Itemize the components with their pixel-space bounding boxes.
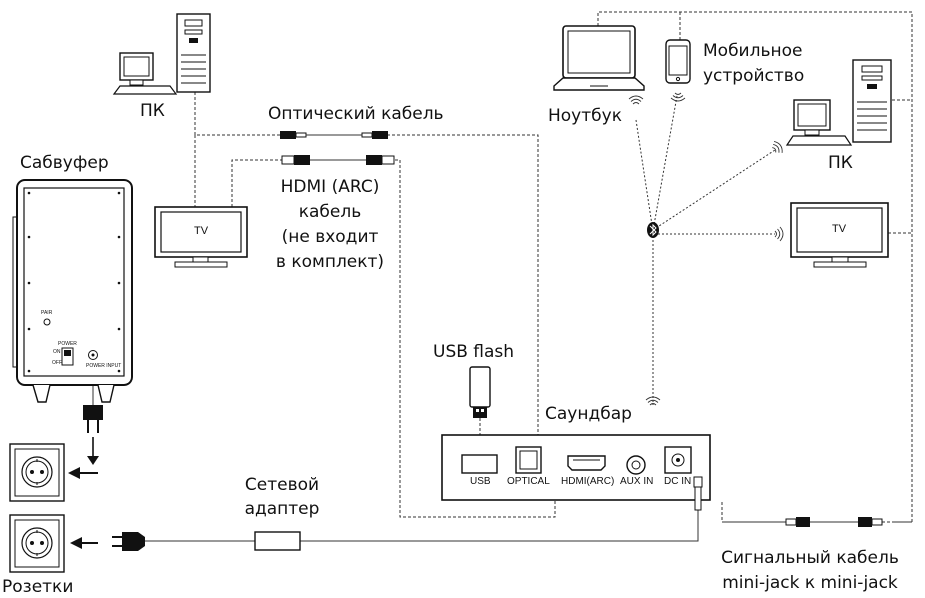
optical-cable-label: Оптический кабель bbox=[268, 104, 444, 124]
mobile-device-icon bbox=[665, 39, 691, 84]
mobile-label-line2: устройство bbox=[703, 66, 805, 86]
laptop-label: Ноутбук bbox=[548, 106, 622, 126]
pc-left-icon bbox=[112, 13, 211, 95]
soundbar-icon bbox=[441, 434, 711, 501]
hdmi-connector-left bbox=[281, 155, 310, 165]
tv-left-screen-label: TV bbox=[194, 225, 209, 237]
signal-waves-icon bbox=[774, 226, 784, 242]
sub-on-label: ON bbox=[53, 349, 61, 355]
hdmi-cable-label-line1: HDMI (ARC) bbox=[280, 177, 380, 197]
signal-cable-label-line2: mini-jack к mini-jack bbox=[722, 573, 898, 593]
hdmi-cable-label-line4: в комплект) bbox=[275, 252, 385, 272]
sub-off-label: OFF bbox=[52, 360, 62, 366]
hdmi-cable-label-line2: кабель bbox=[298, 202, 362, 222]
power-adapter-icon bbox=[254, 531, 301, 551]
laptop-icon bbox=[553, 25, 645, 91]
optical-connector-right bbox=[361, 131, 388, 139]
subwoofer-icon bbox=[12, 179, 133, 403]
signal-cable-label-line1: Сигнальный кабель bbox=[721, 548, 899, 568]
power-plug-icon bbox=[83, 405, 103, 465]
signal-waves-icon bbox=[628, 95, 644, 105]
tv-right-screen-label: TV bbox=[832, 223, 847, 235]
tv-left-icon bbox=[154, 206, 248, 268]
sub-power-label: POWER bbox=[58, 341, 77, 347]
pc-right-icon bbox=[785, 59, 892, 146]
pc-right-label: ПК bbox=[828, 153, 853, 173]
port-usb-label: USB bbox=[470, 476, 491, 487]
bluetooth-icon bbox=[647, 222, 659, 238]
usb-flash-label: USB flash bbox=[433, 342, 515, 362]
signal-waves-icon bbox=[769, 139, 786, 157]
outlet-icon bbox=[9, 514, 98, 573]
hdmi-cable-label-line3: (не входит bbox=[281, 227, 379, 247]
outlets-label: Розетки bbox=[2, 577, 74, 597]
hdmi-connector-right bbox=[366, 155, 395, 165]
outlet-icon bbox=[9, 443, 98, 502]
power-plug-icon bbox=[112, 532, 145, 551]
port-optical-label: OPTICAL bbox=[507, 476, 550, 487]
minijack-connector-right bbox=[858, 517, 883, 527]
adapter-label-line2: адаптер bbox=[244, 499, 320, 519]
minijack-connector-left bbox=[785, 517, 810, 527]
soundbar-label: Саундбар bbox=[545, 404, 632, 424]
port-dc-label: DC IN bbox=[664, 476, 692, 487]
sub-pair-label: PAIR bbox=[41, 310, 53, 316]
signal-waves-icon bbox=[670, 92, 686, 102]
usb-flash-icon bbox=[469, 366, 491, 418]
mobile-label-line1: Мобильное bbox=[703, 41, 803, 61]
port-aux-label: AUX IN bbox=[620, 476, 654, 487]
pc-left-label: ПК bbox=[140, 101, 165, 121]
optical-connector-left bbox=[280, 131, 307, 139]
sub-power-input-label: POWER INPUT bbox=[86, 363, 122, 369]
tv-right-icon bbox=[790, 202, 889, 268]
adapter-label-line1: Сетевой bbox=[244, 475, 320, 495]
dc-plug-icon bbox=[693, 476, 703, 511]
port-hdmi-label: HDMI(ARC) bbox=[561, 476, 615, 487]
subwoofer-label: Сабвуфер bbox=[20, 153, 109, 173]
